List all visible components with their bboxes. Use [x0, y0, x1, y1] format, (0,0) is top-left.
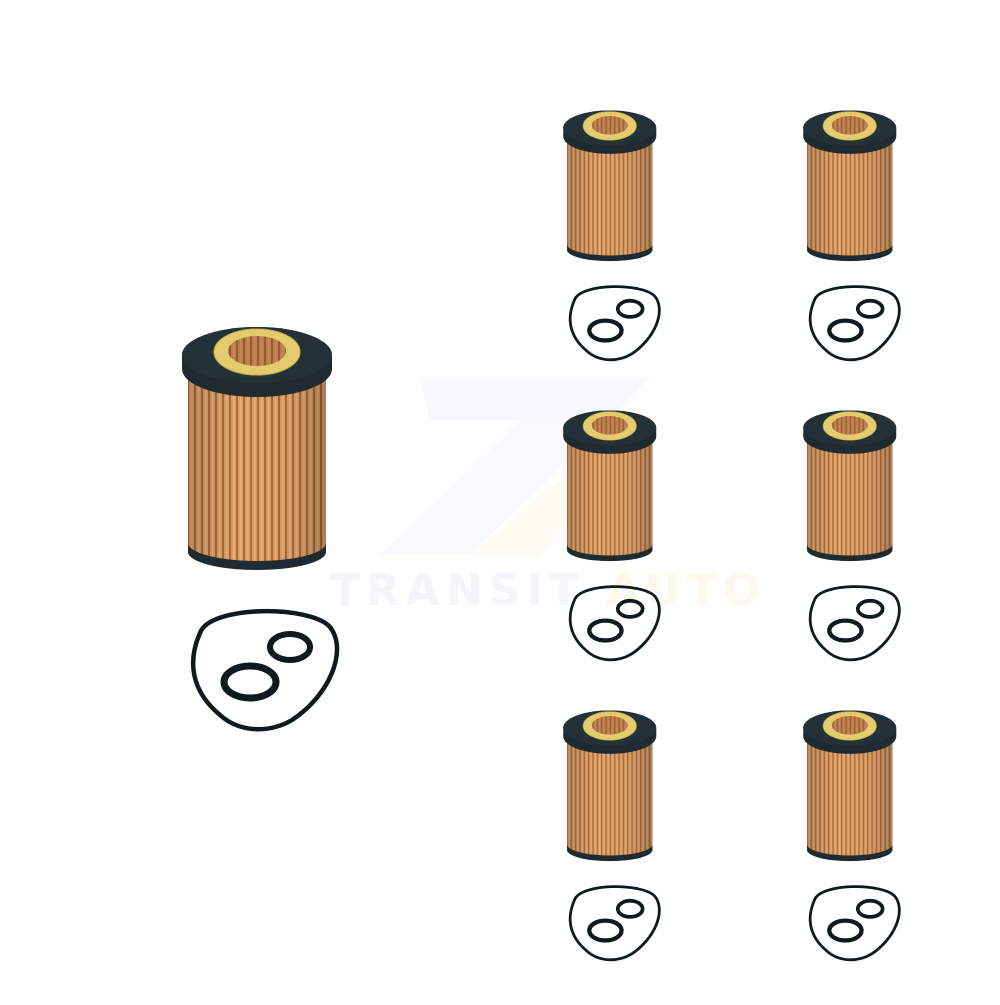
o-ring-set-icon — [808, 885, 901, 962]
o-ring-set-icon — [808, 585, 901, 662]
oil-filter-icon — [803, 710, 901, 962]
oil-filter-icon — [803, 410, 901, 662]
o-ring-set-icon — [568, 885, 661, 962]
o-ring-set-icon — [808, 285, 901, 362]
oil-filter-icon — [182, 327, 340, 732]
watermark-text: TRANSIT AUTO — [330, 565, 767, 616]
oil-filter-icon — [563, 710, 661, 962]
o-ring-set-icon — [568, 585, 661, 662]
oil-filter-kit-r1c2 — [802, 103, 901, 363]
oil-filter-kit-r3c1 — [562, 703, 661, 963]
oil-filter-icon — [563, 110, 661, 362]
o-ring-set-icon — [190, 608, 340, 732]
oil-filter-kit-r3c2 — [802, 703, 901, 963]
oil-filter-icon — [803, 110, 901, 362]
oil-filter-kit-r1c1 — [562, 103, 661, 363]
oil-filter-kit-r2c2 — [802, 403, 901, 663]
oil-filter-kit-r2c1 — [562, 403, 661, 663]
oil-filter-icon — [563, 410, 661, 662]
oil-filter-kit-main — [180, 315, 340, 735]
o-ring-set-icon — [568, 285, 661, 362]
